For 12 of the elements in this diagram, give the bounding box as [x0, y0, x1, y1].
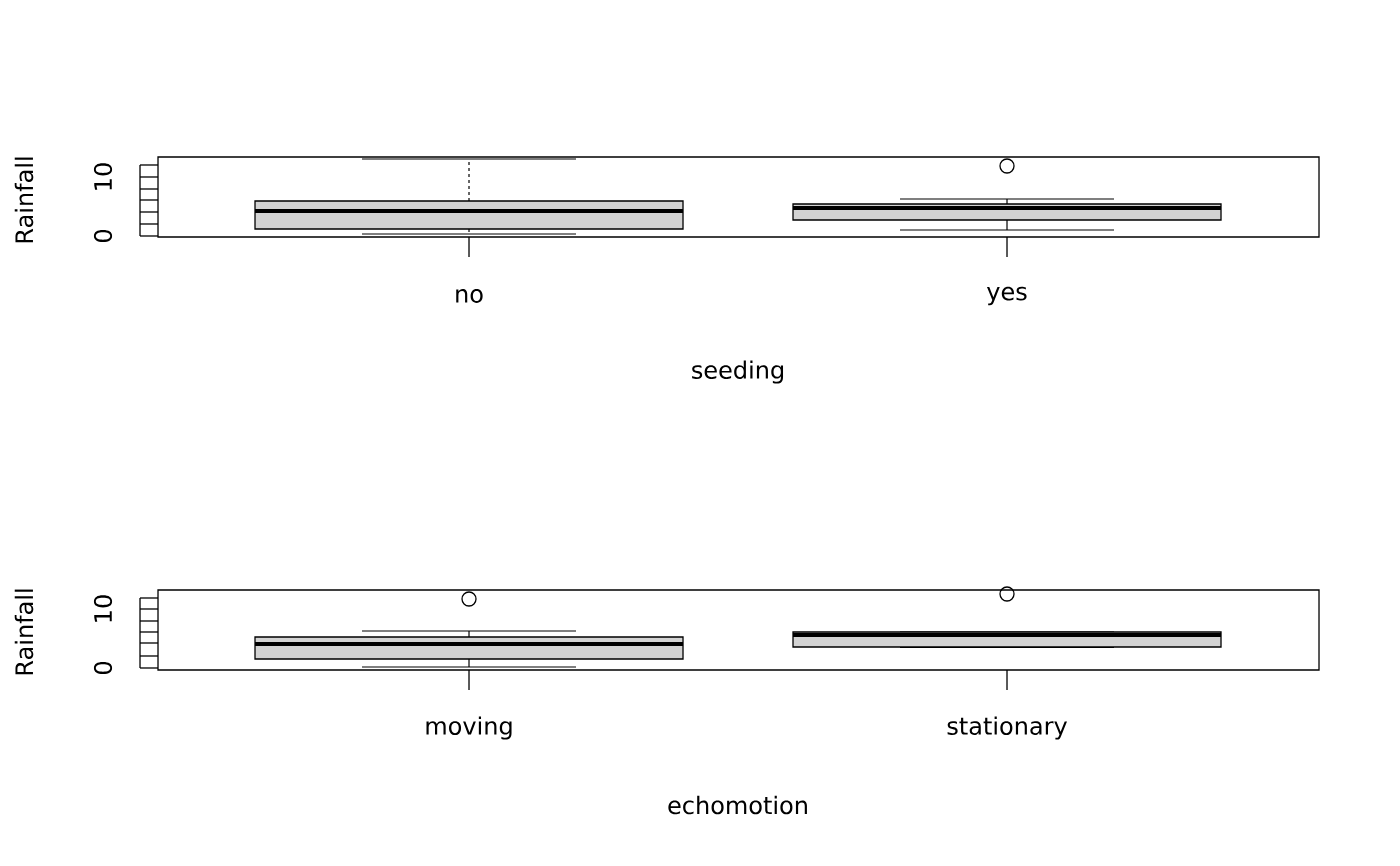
tick-label: 0	[93, 229, 113, 243]
axis-title: seeding	[692, 360, 783, 384]
category-label: stationary	[947, 716, 1067, 740]
axis-title: Rainfall	[14, 157, 34, 243]
category-label: moving	[426, 716, 512, 740]
category-label: yes	[987, 286, 1027, 306]
category-label: no	[456, 289, 483, 303]
axis-title: echomotion	[668, 795, 807, 815]
tick-label: 10	[93, 163, 113, 190]
axis-title: Rainfall	[14, 589, 34, 675]
tick-label: 10	[93, 595, 113, 622]
tick-label: 0	[93, 661, 113, 675]
